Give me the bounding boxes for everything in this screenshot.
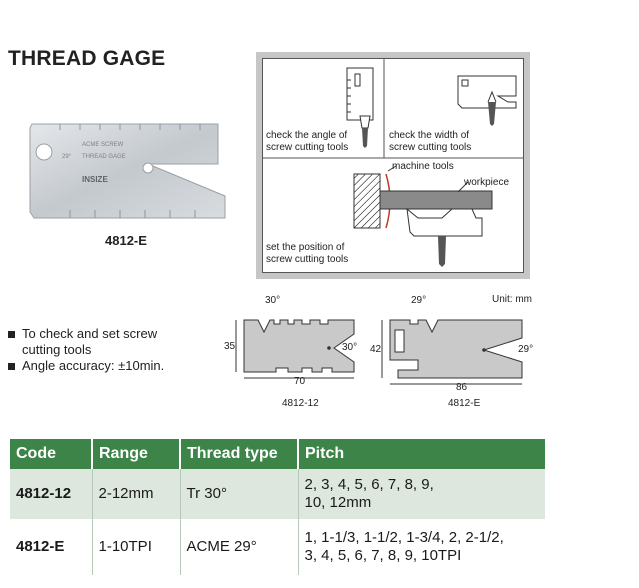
- feature-text: Angle accuracy: ±10min.: [22, 358, 165, 373]
- feature-text: To check and set screw cutting tools: [22, 326, 158, 357]
- dimension-drawings: 30° 30° 35 70 4812-12 29° 29° 42 86 4812…: [222, 290, 542, 410]
- caption-position-line2: screw cutting tools: [266, 254, 349, 265]
- cell-thread: ACME 29°: [179, 519, 298, 575]
- dim-right-width: 86: [456, 382, 468, 393]
- feature-item: Angle accuracy: ±10min.: [8, 358, 208, 374]
- caption-position-line1: set the position of: [266, 242, 345, 253]
- dim-right-side-angle: 29°: [518, 344, 534, 355]
- spec-table: Code Range Thread type Pitch 4812-12 2-1…: [10, 439, 545, 575]
- page-title: THREAD GAGE: [8, 47, 166, 70]
- table-row: 4812-E 1-10TPI ACME 29° 1, 1-1/3, 1-1/2,…: [10, 519, 545, 575]
- usage-panel: check the angle of screw cutting tools c…: [256, 52, 530, 279]
- engraving-line-2: THREAD GAGE: [82, 154, 126, 160]
- feature-item: To check and set screw cutting tools: [8, 326, 208, 358]
- caption-angle-line1: check the angle of: [266, 130, 348, 141]
- dim-left-model: 4812-12: [282, 398, 319, 409]
- engraving-line-1: ACME SCREW: [82, 142, 124, 148]
- header-pitch: Pitch: [298, 439, 545, 469]
- photo-caption: 4812-E: [105, 233, 147, 248]
- thread-gage-photo: ACME SCREW THREAD GAGE 29° INSIZE: [29, 123, 226, 219]
- brand-engraving: INSIZE: [82, 175, 108, 184]
- dim-left-height: 35: [224, 341, 236, 352]
- dim-left-width: 70: [294, 376, 306, 387]
- bullet-icon: [8, 363, 15, 370]
- header-range: Range: [92, 439, 181, 469]
- cell-range: 2-12mm: [91, 469, 180, 519]
- engraving-line-3: 29°: [62, 154, 72, 160]
- unit-label: Unit: mm: [492, 294, 532, 305]
- cell-thread: Tr 30°: [179, 469, 298, 519]
- label-workpiece: workpiece: [464, 177, 510, 188]
- usage-diagram: check the angle of screw cutting tools c…: [262, 58, 524, 273]
- cell-pitch: 1, 1-1/3, 1-1/2, 1-3/4, 2, 2-1/2, 3, 4, …: [297, 519, 545, 575]
- dim-left-top-angle: 30°: [265, 295, 281, 306]
- header-code: Code: [10, 439, 93, 469]
- header-thread-type: Thread type: [180, 439, 299, 469]
- bullet-icon: [8, 331, 15, 338]
- cell-code: 4812-12: [10, 469, 92, 519]
- pitch-line: 2, 3, 4, 5, 6, 7, 8, 9,: [304, 476, 434, 493]
- table-header-row: Code Range Thread type Pitch: [10, 439, 545, 469]
- caption-angle-line2: screw cutting tools: [266, 142, 349, 153]
- table-row: 4812-12 2-12mm Tr 30° 2, 3, 4, 5, 6, 7, …: [10, 469, 545, 519]
- pitch-line: 3, 4, 5, 6, 7, 8, 9, 10TPI: [304, 547, 462, 564]
- dimension-sketch: [235, 319, 523, 385]
- dim-left-side-angle: 30°: [342, 342, 358, 353]
- dim-right-height: 42: [370, 344, 382, 355]
- pitch-line: 10, 12mm: [304, 494, 372, 511]
- cell-range: 1-10TPI: [91, 519, 180, 575]
- cell-code: 4812-E: [10, 519, 92, 575]
- cell-pitch: 2, 3, 4, 5, 6, 7, 8, 9, 10, 12mm: [297, 469, 545, 519]
- label-machine-tools: machine tools: [392, 161, 454, 172]
- caption-width-line1: check the width of: [389, 130, 470, 141]
- usage-illustration: [262, 58, 524, 273]
- dim-right-model: 4812-E: [448, 398, 481, 409]
- dim-right-top-angle: 29°: [411, 295, 427, 306]
- pitch-line: 1, 1-1/3, 1-1/2, 1-3/4, 2, 2-1/2,: [304, 529, 504, 546]
- caption-width-line2: screw cutting tools: [389, 142, 472, 153]
- feature-list: To check and set screw cutting tools Ang…: [8, 326, 208, 374]
